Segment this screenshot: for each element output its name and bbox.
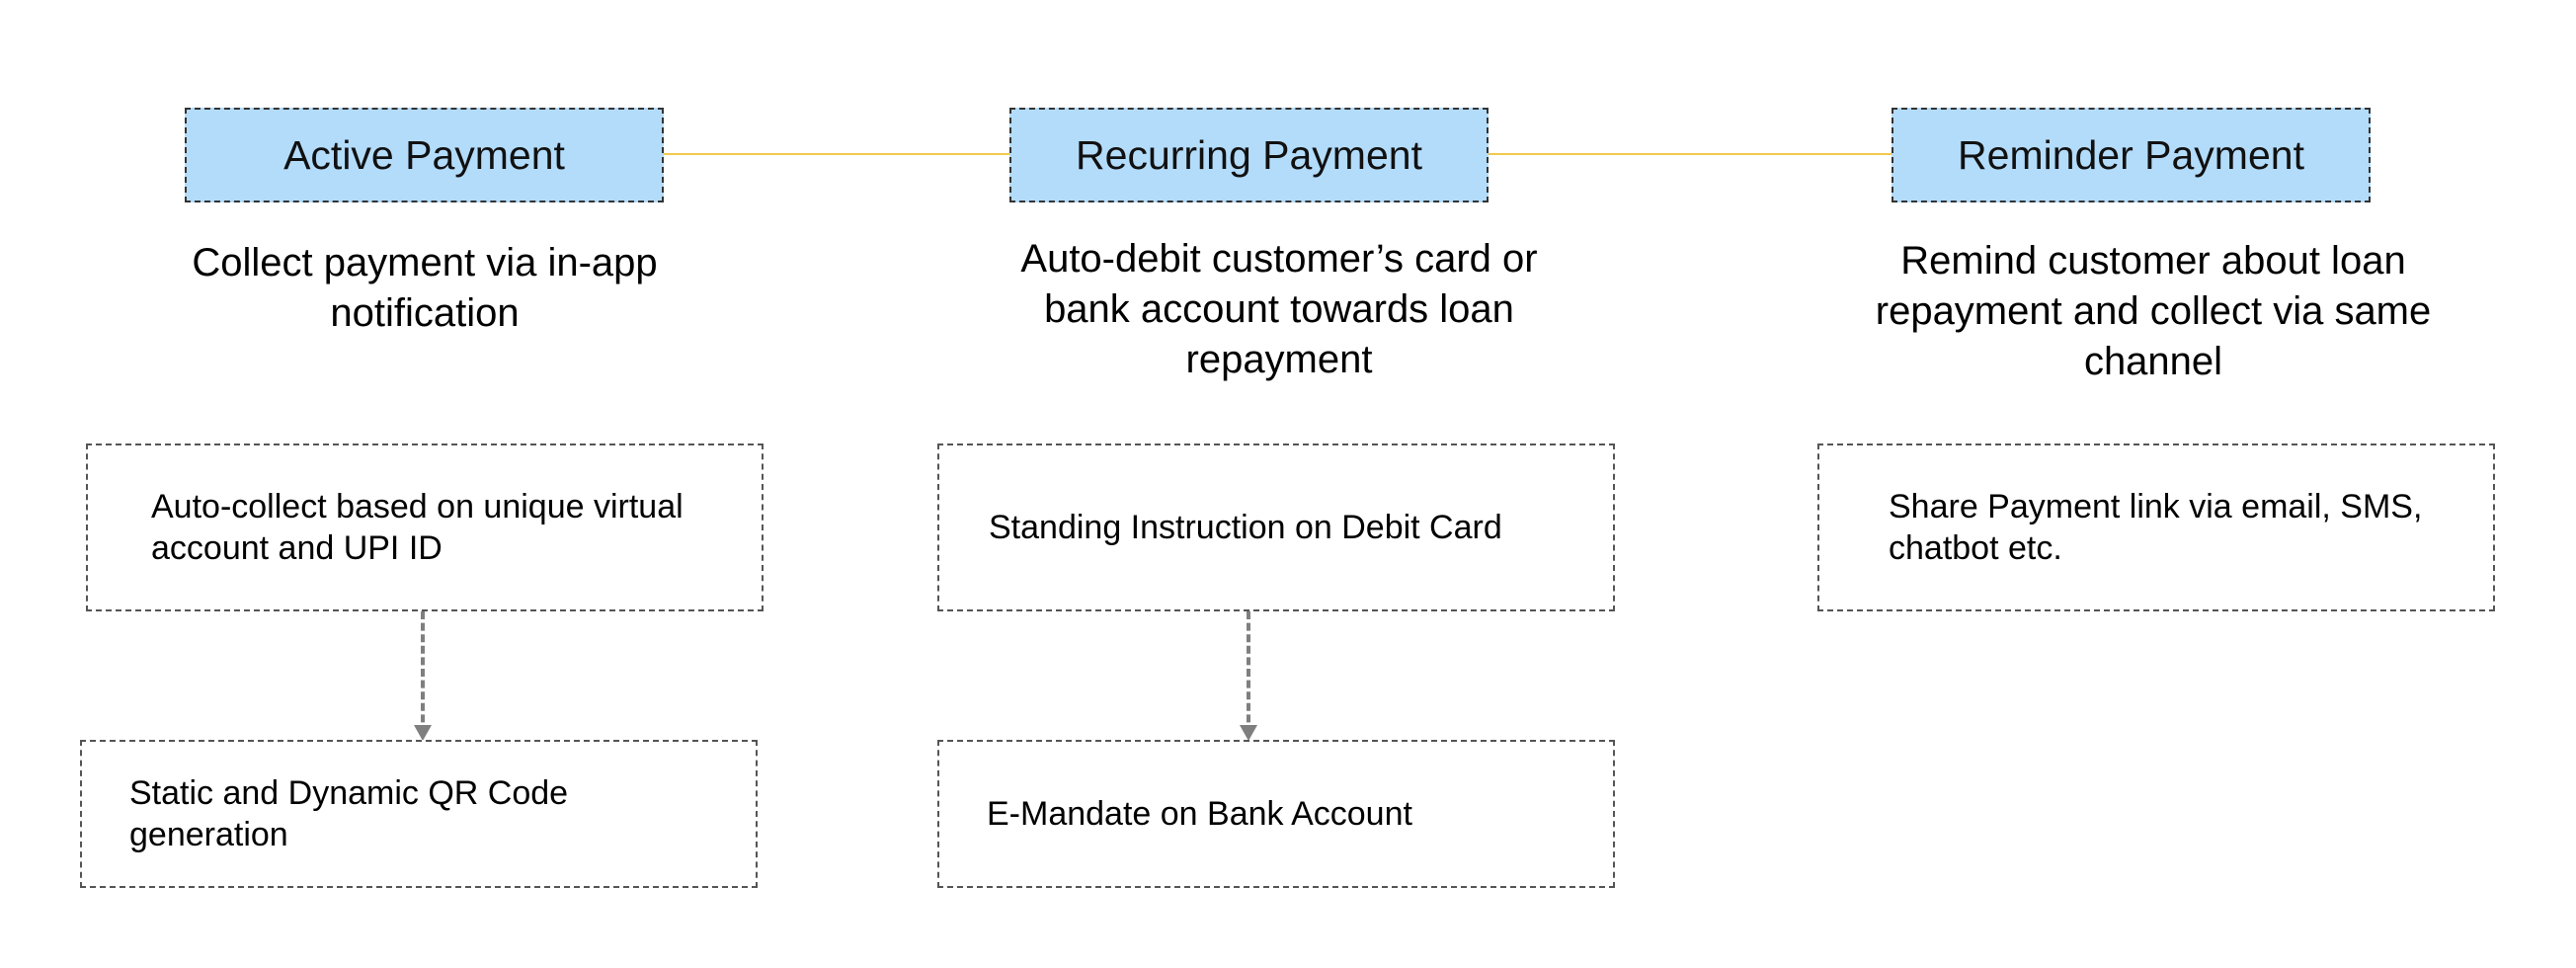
arrow-head-emandate (1240, 725, 1257, 741)
connector-recurring-reminder (1489, 153, 1893, 155)
active-payment-header: Active Payment (185, 108, 664, 202)
arrow-head-qr (414, 725, 432, 741)
arrow-auto-collect-to-qr (421, 611, 425, 734)
connector-active-recurring (664, 153, 1010, 155)
standing-instruction-box: Standing Instruction on Debit Card (937, 444, 1615, 611)
recurring-payment-description: Auto-debit customer’s card or bank accou… (1020, 237, 1538, 381)
e-mandate-label: E-Mandate on Bank Account (987, 795, 1412, 833)
auto-collect-label: Auto-collect based on unique virtual acc… (151, 488, 684, 567)
qr-code-label: Static and Dynamic QR Code generation (129, 774, 569, 853)
auto-collect-box: Auto-collect based on unique virtual acc… (86, 444, 764, 611)
reminder-payment-description: Remind customer about loan repayment and… (1875, 239, 2432, 383)
qr-code-box: Static and Dynamic QR Code generation (80, 740, 758, 888)
recurring-payment-header: Recurring Payment (1009, 108, 1489, 202)
standing-instruction-label: Standing Instruction on Debit Card (989, 509, 1502, 546)
payment-link-box: Share Payment link via email, SMS, chatb… (1817, 444, 2495, 611)
reminder-payment-header: Reminder Payment (1892, 108, 2371, 202)
active-payment-description: Collect payment via in-app notification (192, 241, 658, 335)
e-mandate-box: E-Mandate on Bank Account (937, 740, 1615, 888)
arrow-standing-to-emandate (1247, 611, 1250, 734)
payment-link-label: Share Payment link via email, SMS, chatb… (1889, 488, 2423, 567)
